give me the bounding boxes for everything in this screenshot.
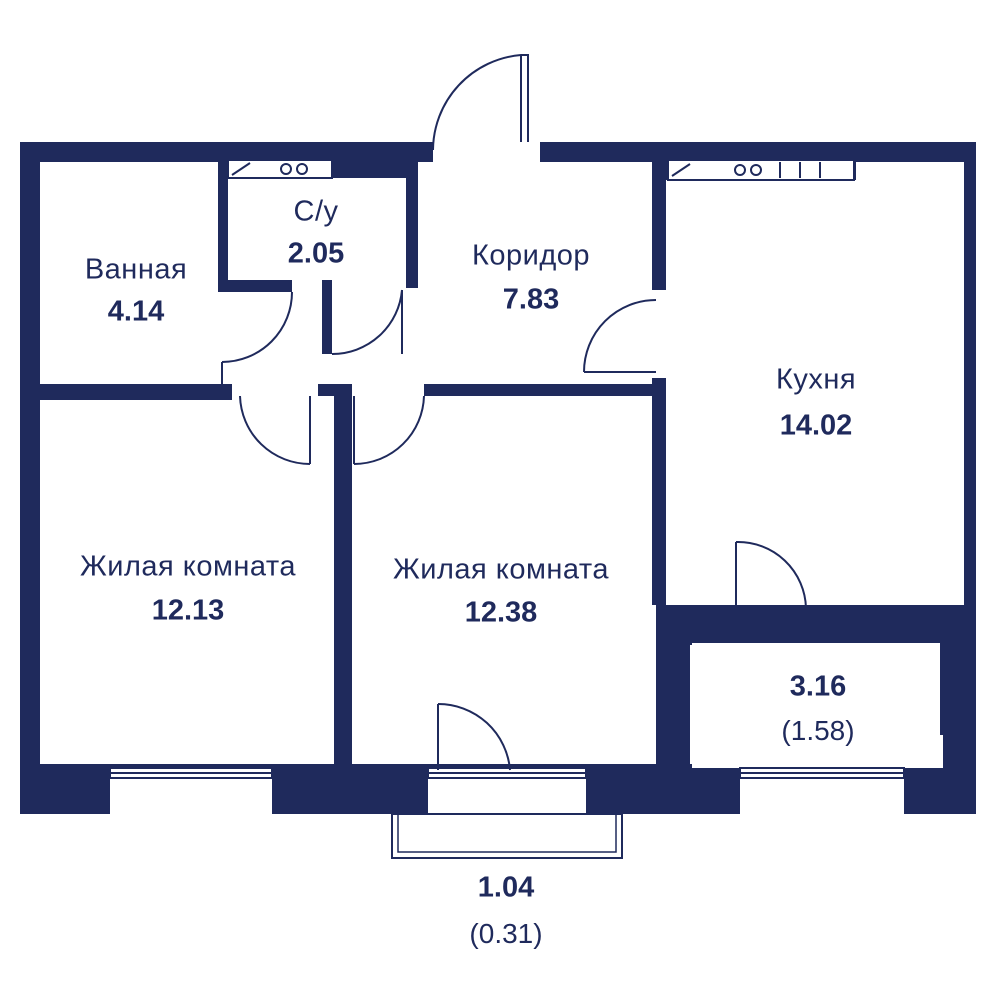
room-area-kitchen: 14.02 xyxy=(779,409,853,442)
room-area-balcony-reduced: (0.31) xyxy=(469,918,543,949)
room-area-wc: 2.05 xyxy=(287,237,345,270)
room-name-bath: Ванная xyxy=(84,253,188,286)
room-area-living2: 12.38 xyxy=(464,596,538,629)
room-area-loggia: 3.16 xyxy=(789,670,847,703)
room-area-corridor: 7.83 xyxy=(502,283,560,316)
room-name-corridor: Коридор xyxy=(471,239,591,272)
room-name-living1: Жилая комната xyxy=(80,550,296,583)
windows xyxy=(109,609,907,779)
wc-fixtures xyxy=(227,159,333,179)
kitchen-counter xyxy=(667,159,855,181)
room-name-kitchen: Кухня xyxy=(775,363,857,396)
room-area-bath: 4.14 xyxy=(107,295,165,328)
room-area-balcony: 1.04 xyxy=(477,871,535,904)
room-interiors xyxy=(40,162,964,814)
room-area-living1: 12.13 xyxy=(151,594,225,627)
room-name-wc: С/у xyxy=(293,195,339,228)
room-name-living2: Жилая комната xyxy=(393,553,609,586)
doors xyxy=(221,54,807,771)
room-area-loggia-reduced: (1.58) xyxy=(781,715,855,746)
